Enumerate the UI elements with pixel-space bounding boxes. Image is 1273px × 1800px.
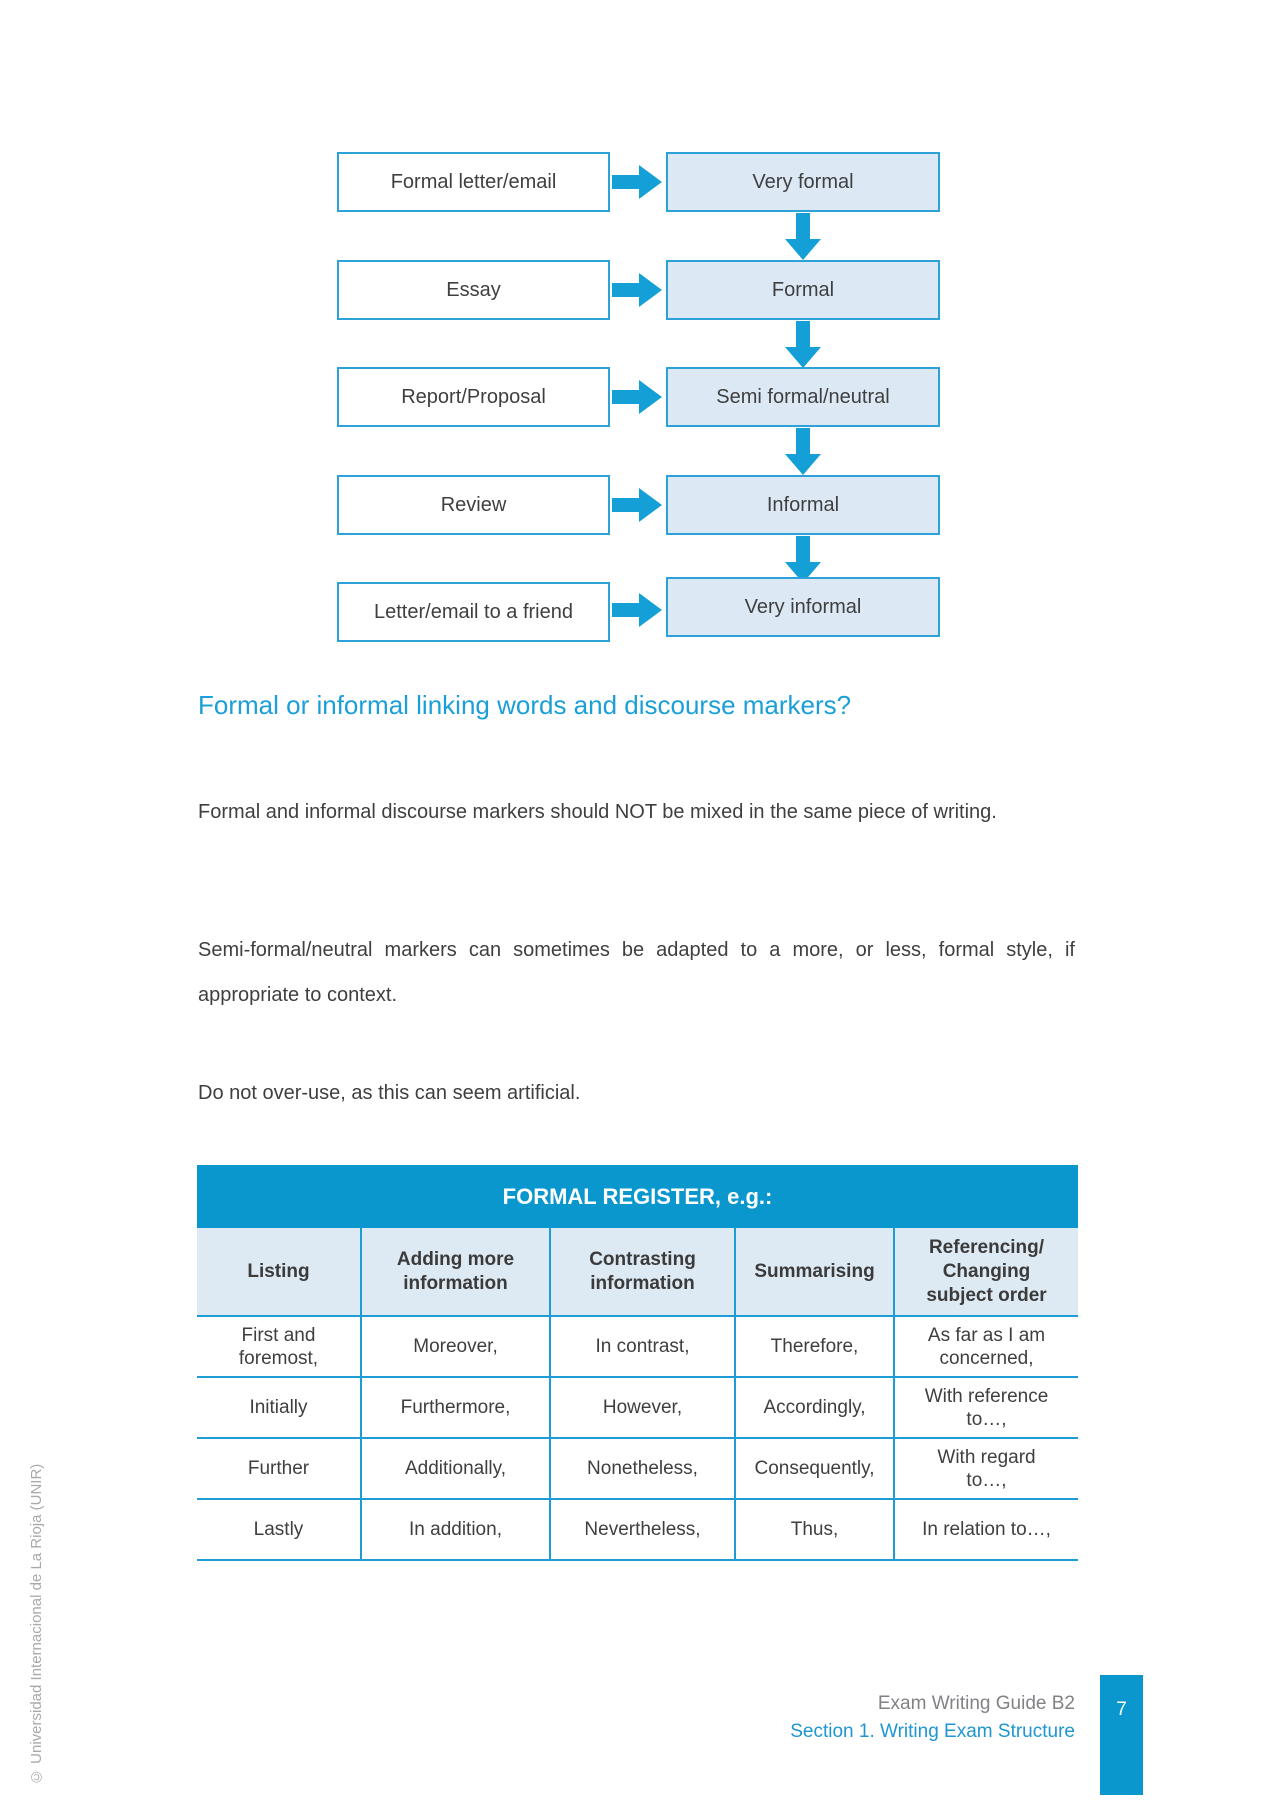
arrow-down-icon (785, 428, 821, 475)
table-cell: Additionally, (360, 1439, 549, 1498)
flowchart-left-box: Formal letter/email (337, 152, 610, 212)
flowchart-left-box: Essay (337, 260, 610, 320)
footer-section-title: Section 1. Writing Exam Structure (790, 1721, 1075, 1742)
table-cell: Accordingly, (734, 1378, 893, 1437)
table-cell: As far as I am concerned, (893, 1317, 1078, 1376)
table-cell: Initially (197, 1378, 360, 1437)
table-header-row: Listing Adding more information Contrast… (197, 1228, 1078, 1315)
flowchart-right-box: Semi formal/neutral (666, 367, 940, 427)
flowchart-left-box: Review (337, 475, 610, 535)
table-cell: However, (549, 1378, 734, 1437)
table-cell: Therefore, (734, 1317, 893, 1376)
table-cell: Further (197, 1439, 360, 1498)
table-cell: First and foremost, (197, 1317, 360, 1376)
table-body: First and foremost, Moreover, In contras… (197, 1315, 1078, 1561)
table-cell: Nonetheless, (549, 1439, 734, 1498)
arrow-right-icon (612, 488, 662, 522)
column-header: Adding more information (360, 1228, 549, 1315)
arrow-down-icon (785, 536, 821, 583)
paragraph: Semi-formal/neutral markers can sometime… (198, 939, 1075, 1006)
footer-doc-title: Exam Writing Guide B2 (877, 1693, 1075, 1714)
column-header: Listing (247, 1260, 310, 1282)
arrow-right-icon (612, 165, 662, 199)
arrow-right-icon (612, 593, 662, 627)
arrow-right-icon (612, 273, 662, 307)
table-cell: With regard to…, (893, 1439, 1078, 1498)
column-header: Contrasting information (549, 1228, 734, 1315)
arrow-down-icon (785, 321, 821, 368)
table-cell: In relation to…, (893, 1500, 1078, 1559)
paragraph: Do not over-use, as this can seem artifi… (198, 1082, 581, 1104)
table-cell: Moreover, (360, 1317, 549, 1376)
table-cell: Thus, (734, 1500, 893, 1559)
arrow-right-icon (612, 380, 662, 414)
table-row: Initially Furthermore, However, Accordin… (197, 1376, 1078, 1437)
section-heading: Formal or informal linking words and dis… (198, 690, 852, 720)
flowchart-right-box: Formal (666, 260, 940, 320)
flowchart-right-box: Informal (666, 475, 940, 535)
table-cell: Furthermore, (360, 1378, 549, 1437)
table-cell: With reference to…, (893, 1378, 1078, 1437)
table-row: First and foremost, Moreover, In contras… (197, 1315, 1078, 1376)
flowchart-right-box: Very formal (666, 152, 940, 212)
paragraph: Formal and informal discourse markers sh… (198, 801, 997, 823)
table-cell: Consequently, (734, 1439, 893, 1498)
table-cell: In addition, (360, 1500, 549, 1559)
table-cell: Nevertheless, (549, 1500, 734, 1559)
copyright-vertical-text: © Universidad Internacional de La Rioja … (28, 1463, 45, 1785)
table-row: Further Additionally, Nonetheless, Conse… (197, 1437, 1078, 1498)
table-cell: In contrast, (549, 1317, 734, 1376)
column-header: Referencing/ Changing subject order (893, 1228, 1078, 1315)
flowchart-right-box: Very informal (666, 577, 940, 637)
flowchart-left-box: Letter/email to a friend (337, 582, 610, 642)
table-cell: Lastly (197, 1500, 360, 1559)
page-number: 7 (1116, 1699, 1127, 1720)
formal-register-table: FORMAL REGISTER, e.g.: Listing Adding mo… (197, 1165, 1078, 1561)
table-title: FORMAL REGISTER, e.g.: (197, 1165, 1078, 1228)
table-row: Lastly In addition, Nevertheless, Thus, … (197, 1498, 1078, 1559)
arrow-down-icon (785, 213, 821, 260)
flowchart-left-box: Report/Proposal (337, 367, 610, 427)
page-number-tab: 7 (1100, 1675, 1143, 1795)
column-header: Summarising (734, 1228, 893, 1315)
